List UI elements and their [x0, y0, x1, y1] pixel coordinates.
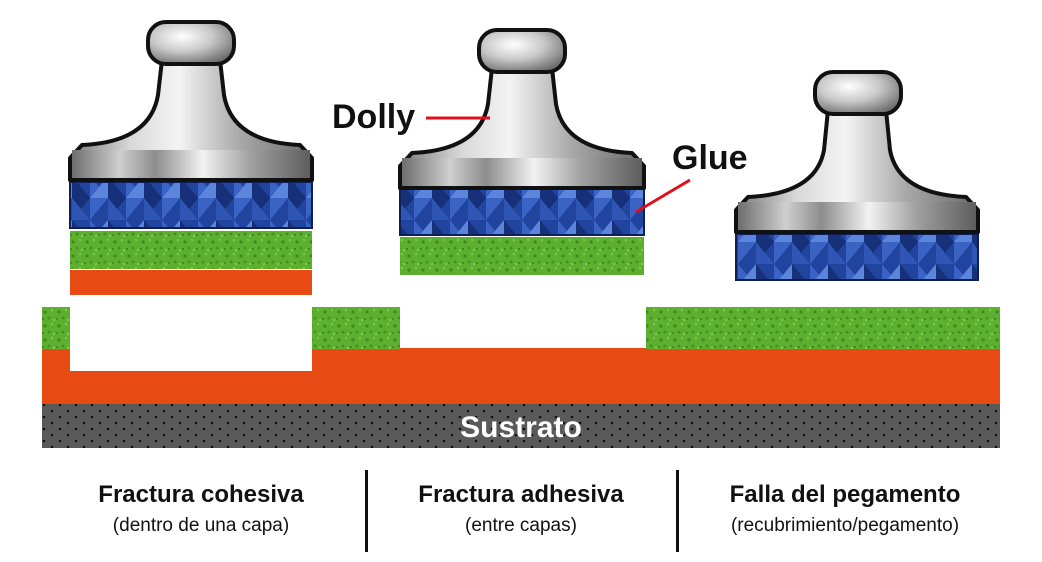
- divider: [365, 470, 368, 552]
- caption-cohesive: Fractura cohesiva (dentro de una capa): [36, 480, 366, 539]
- glue-label: Glue: [672, 139, 748, 177]
- dolly-glue-failure: [734, 70, 980, 281]
- dolly-icon: [68, 20, 314, 182]
- caption-title: Fractura cohesiva: [98, 481, 304, 508]
- adhesive-fracture-gap: [400, 307, 646, 348]
- green-layer-left: [42, 307, 70, 349]
- dolly-cohesive: [68, 20, 314, 295]
- green-fragment: [400, 237, 644, 275]
- substrate-label: Sustrato: [460, 411, 582, 444]
- dolly-callout: Dolly: [332, 98, 490, 136]
- caption-adhesive: Fractura adhesiva (entre capas): [356, 480, 686, 539]
- dolly-icon: [398, 28, 646, 190]
- sample-layers: Sustrato: [42, 307, 1000, 448]
- green-layer-mid: [312, 307, 400, 349]
- glue-callout: Glue: [635, 139, 748, 214]
- caption-title: Fractura adhesiva: [418, 481, 624, 508]
- green-layer-right: [646, 307, 1000, 349]
- caption-subtitle: (recubrimiento/pegamento): [730, 515, 960, 536]
- glue-layer: [735, 233, 979, 281]
- orange-fragment: [70, 270, 312, 295]
- caption-subtitle: (dentro de una capa): [112, 515, 290, 536]
- dolly-label: Dolly: [332, 98, 415, 136]
- caption-subtitle: (entre capas): [465, 515, 577, 536]
- dolly-adhesive: [398, 28, 646, 275]
- substrate-layer: [42, 402, 1000, 448]
- caption-title: Falla del pegamento: [729, 481, 961, 508]
- dolly-icon: [734, 70, 980, 234]
- caption-glue-failure: Falla del pegamento (recubrimiento/pegam…: [680, 480, 1010, 539]
- glue-layer: [399, 188, 645, 236]
- divider: [676, 470, 679, 552]
- glue-layer: [69, 181, 313, 229]
- green-fragment: [70, 231, 312, 269]
- failure-mode-captions: Fractura cohesiva (dentro de una capa) F…: [0, 470, 1042, 562]
- cohesive-fracture-gap: [70, 307, 312, 371]
